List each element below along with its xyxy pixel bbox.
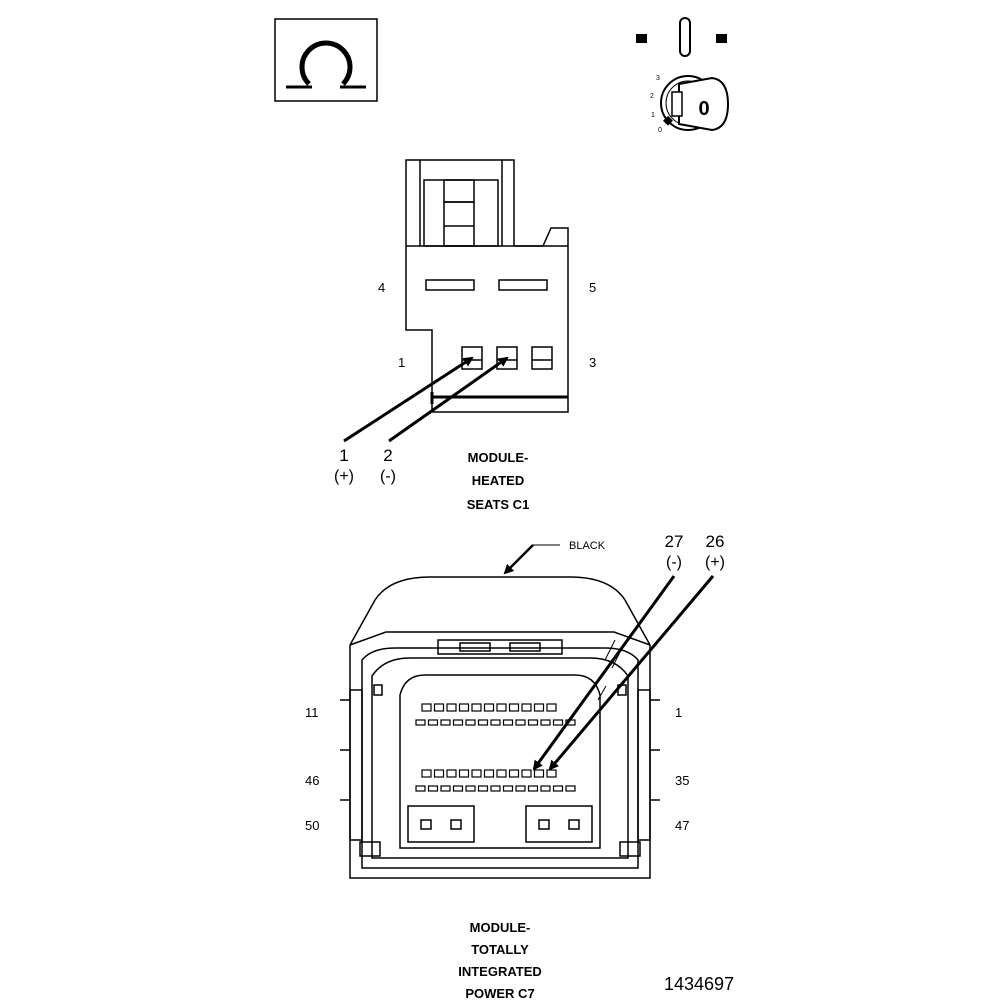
c7-cavity: [421, 769, 432, 778]
c7-cavity: [427, 785, 439, 792]
c7-pin-label-11: 11: [305, 705, 319, 720]
c7-cavity: [565, 785, 576, 792]
c7-cavity: [515, 719, 526, 726]
ignition-position-3: 3: [656, 75, 660, 82]
c7-probe-26-pin: 26: [706, 532, 725, 551]
c1-probe-2-lead: [388, 356, 509, 443]
c7-pin-label-50: 50: [305, 818, 319, 833]
c7-cavity: [502, 785, 514, 792]
c1-title-line-1: MODULE-: [468, 450, 529, 465]
c7-cavity: [552, 719, 564, 726]
c7-color-callout-arrow: [503, 544, 534, 575]
figure-number: 1434697: [664, 974, 734, 994]
c7-cavity: [490, 719, 501, 726]
c7-cavity: [433, 703, 445, 712]
c7-cavity: [458, 703, 470, 712]
c7-cavity: [496, 703, 507, 712]
c7-cavity: [458, 769, 470, 778]
c1-pin-label-4: 4: [378, 280, 385, 295]
c7-cavity: [446, 769, 457, 778]
connector-c1: [405, 159, 569, 413]
c7-cavity: [483, 769, 495, 778]
c1-probe-2-sign: (-): [380, 468, 396, 485]
c7-pin-label-46: 46: [305, 773, 319, 788]
c7-cavity: [533, 769, 545, 778]
c7-cavity: [452, 719, 464, 726]
c7-cavity: [477, 719, 489, 726]
c7-pin-label-47: 47: [675, 818, 689, 833]
c7-cavity-grid: [415, 703, 576, 792]
c1-probe-1-lead: [343, 356, 474, 443]
c7-cavity: [552, 785, 564, 792]
c7-cavity: [508, 703, 520, 712]
c7-pin-label-1: 1: [675, 705, 682, 720]
c7-cavity: [533, 703, 545, 712]
c7-cavity: [440, 719, 451, 726]
ignition-switch: 0 3 2 1 0: [636, 17, 730, 134]
c7-pin-label-35: 35: [675, 773, 689, 788]
ignition-position-0: 0: [658, 127, 662, 134]
c7-cavity: [452, 785, 464, 792]
c7-probe-26-lead: [548, 575, 715, 771]
c7-probe-27-sign: (-): [666, 554, 682, 571]
c7-cavity: [521, 703, 532, 712]
c7-title-line-1: MODULE-: [470, 920, 531, 935]
c7-title-line-3: INTEGRATED: [458, 964, 542, 979]
c7-cavity: [465, 785, 476, 792]
c7-cavity: [540, 719, 551, 726]
c7-probe-27-pin: 27: [665, 532, 684, 551]
c1-cavity-3: [531, 346, 553, 370]
c7-cavity: [496, 769, 507, 778]
c7-cavity: [440, 785, 451, 792]
ignition-position-1: 1: [651, 112, 655, 119]
c7-cavity: [483, 703, 495, 712]
c7-probe-27-lead: [532, 575, 676, 771]
c7-cavity: [521, 769, 532, 778]
c7-cavity: [471, 703, 482, 712]
c1-pin-label-5: 5: [589, 280, 596, 295]
c7-cavity: [465, 719, 476, 726]
c1-probe-1-sign: (+): [334, 468, 354, 485]
c1-pin-label-3: 3: [589, 355, 596, 370]
c7-cavity: [415, 785, 426, 792]
c7-cavity: [471, 769, 482, 778]
c7-cavity: [446, 703, 457, 712]
ohmmeter-symbol: [274, 18, 378, 102]
c7-cavity: [477, 785, 489, 792]
c7-cavity: [421, 703, 432, 712]
c7-cavity: [427, 719, 439, 726]
key-icon: 0: [660, 75, 730, 132]
c1-title-line-3: SEATS C1: [467, 497, 530, 512]
c7-cavity: [540, 785, 551, 792]
c1-title-line-2: HEATED: [472, 473, 524, 488]
off-indicator-icon: [636, 17, 727, 57]
c1-pin-label-1: 1: [398, 355, 405, 370]
key-label: 0: [698, 98, 709, 120]
c7-title-line-2: TOTALLY: [471, 942, 529, 957]
connector-c7: [340, 576, 660, 879]
c7-cavity: [415, 719, 426, 726]
c1-probe-1-pin: 1: [339, 446, 348, 465]
ignition-position-2: 2: [650, 93, 654, 100]
c7-probe-26-sign: (+): [705, 554, 725, 571]
c7-cavity: [515, 785, 526, 792]
c7-cavity: [527, 719, 539, 726]
c7-cavity: [508, 769, 520, 778]
c7-cavity: [502, 719, 514, 726]
omega-icon: [286, 40, 366, 89]
c7-cavity: [527, 785, 539, 792]
c7-color-label: BLACK: [569, 540, 606, 552]
c7-title-line-4: POWER C7: [465, 986, 534, 1000]
c7-cavity: [433, 769, 445, 778]
c7-cavity: [490, 785, 501, 792]
c7-cavity: [546, 703, 557, 712]
c7-cavity: [546, 769, 557, 778]
c1-probe-2-pin: 2: [383, 446, 392, 465]
